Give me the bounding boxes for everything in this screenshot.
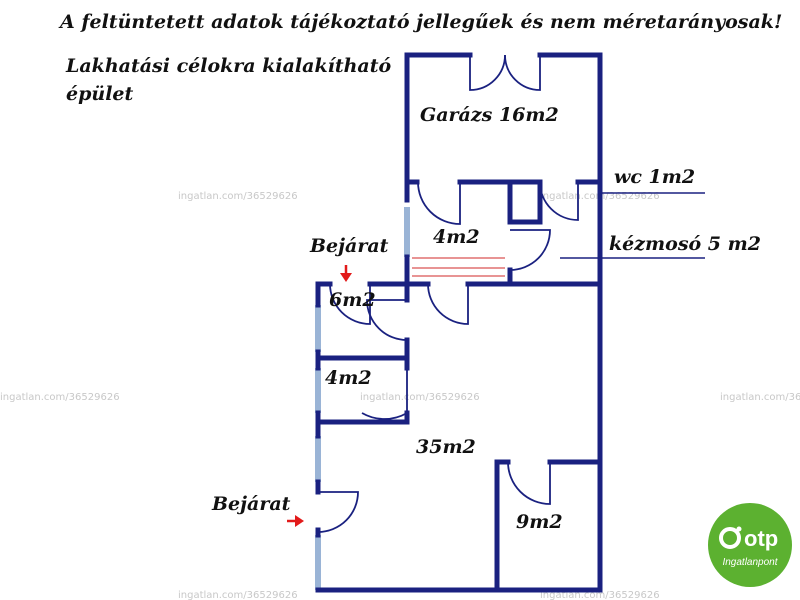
logo-ring-icon (719, 527, 741, 549)
door-swing (509, 229, 551, 271)
watermark-text: ingatlan.com/36529626 (540, 590, 660, 600)
room-label-wc: wc 1m2 (614, 166, 695, 188)
door-swing (469, 54, 506, 91)
entrance-arrows (287, 265, 352, 527)
door-swing (361, 368, 408, 420)
room-label-4m2: 4m2 (325, 367, 372, 389)
door-swing (329, 283, 371, 325)
room-label-35m2: 35m2 (416, 436, 476, 458)
door-swing (317, 491, 359, 533)
watermark-text: ingatlan.com/36529626 (178, 191, 298, 202)
walls (315, 52, 603, 593)
notice-text: A feltüntetett adatok tájékoztató jelleg… (58, 11, 782, 33)
watermark-text: ingatlan.com/36529626 (720, 392, 800, 403)
room-label-6m2: 6m2 (329, 289, 376, 311)
logo-subtitle: Ingatlanpont (722, 557, 778, 568)
room-label-garage: Garázs 16m2 (420, 104, 559, 126)
windows (315, 207, 410, 590)
stair-lines (412, 257, 505, 277)
doors (317, 54, 579, 533)
leader-lines (560, 192, 705, 259)
door-swing (504, 54, 541, 91)
door-swing (539, 181, 579, 221)
room-label-washbasin: kézmosó 5 m2 (609, 233, 761, 255)
watermark-text: ingatlan.com/36529626 (360, 392, 480, 403)
door-swing (366, 299, 408, 341)
entrance-label-upper: Bejárat (309, 235, 389, 257)
watermark-text: ingatlan.com/36529626 (178, 590, 298, 600)
door-swing (417, 181, 461, 225)
door-swing (427, 283, 469, 325)
arrow-down-icon (340, 265, 352, 282)
watermark-text: ingatlan.com/36529626 (0, 392, 120, 403)
logo-dot-icon (736, 526, 742, 532)
door-swing (507, 461, 551, 505)
logo-badge (708, 503, 792, 587)
subtitle-line2: épület (66, 83, 133, 105)
room-label-9m2: 9m2 (516, 511, 563, 533)
entrance-label-lower: Bejárat (211, 493, 291, 515)
otp-logo: otp Ingatlanpont (708, 503, 792, 587)
room-label-hall: 4m2 (433, 226, 480, 248)
logo-brand: otp (744, 526, 778, 551)
subtitle-line1: Lakhatási célokra kialakítható (65, 55, 392, 77)
arrow-right-icon (287, 515, 304, 527)
